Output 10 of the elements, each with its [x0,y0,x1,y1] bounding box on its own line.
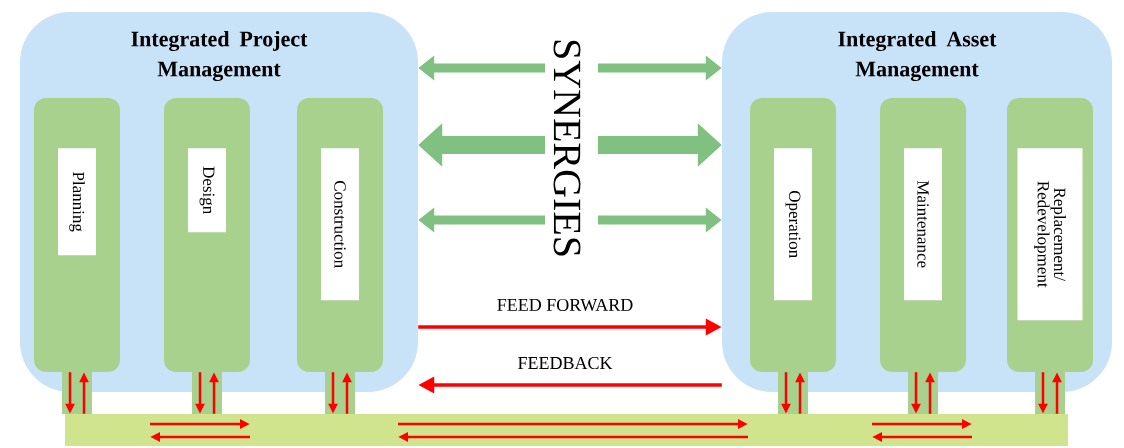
phase-column: Operation [750,98,836,414]
phase-column: Design [164,98,250,414]
phase-column: Replacement/ Redevelopment [1007,98,1093,414]
edge-label: FEED FORWARD [495,297,635,313]
edge-label: FEEDBACK [516,355,614,371]
vertical-heading: SYNERGIES [553,40,581,256]
phase-column: Construction [297,98,383,414]
phase-column: Maintenance [880,98,966,414]
information-bar [65,414,1068,446]
phase-column: Planning [34,98,120,414]
